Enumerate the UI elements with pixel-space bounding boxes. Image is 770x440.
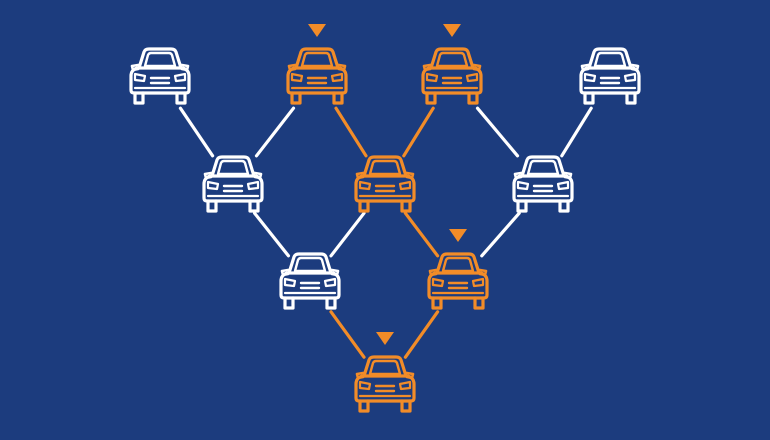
connection-line (329, 211, 366, 258)
car-1-1 (129, 47, 191, 105)
connection-line (254, 106, 296, 158)
connection-line (178, 106, 215, 158)
connection-line (329, 310, 366, 359)
car-1-2 (286, 24, 348, 105)
car-2-2 (354, 155, 416, 213)
triangle-down-marker-icon (376, 332, 394, 345)
car-front-icon (202, 155, 264, 213)
car-front-icon (579, 47, 641, 105)
connection-line (334, 106, 368, 158)
cars (129, 24, 641, 413)
connection-line (475, 106, 520, 158)
connection-line (560, 106, 593, 158)
connection-line (253, 211, 290, 258)
car-front-icon (129, 47, 191, 105)
connection-line (402, 106, 435, 158)
car-1-4 (579, 47, 641, 105)
car-3-1 (279, 252, 341, 310)
connection-line (480, 211, 521, 258)
car-front-icon (427, 252, 489, 310)
car-front-icon (421, 47, 483, 105)
connections (178, 106, 593, 359)
triangle-down-marker-icon (308, 24, 326, 37)
car-2-1 (202, 155, 264, 213)
car-front-icon (279, 252, 341, 310)
car-1-3 (421, 24, 483, 105)
car-front-icon (286, 47, 348, 105)
triangle-down-marker-icon (449, 229, 467, 242)
car-front-icon (354, 155, 416, 213)
triangle-down-marker-icon (443, 24, 461, 37)
car-2-3 (512, 155, 574, 213)
car-front-icon (354, 355, 416, 413)
connection-line (403, 310, 440, 359)
car-front-icon (512, 155, 574, 213)
car-3-2 (427, 229, 489, 310)
connection-line (403, 211, 440, 258)
car-4-1 (354, 332, 416, 413)
